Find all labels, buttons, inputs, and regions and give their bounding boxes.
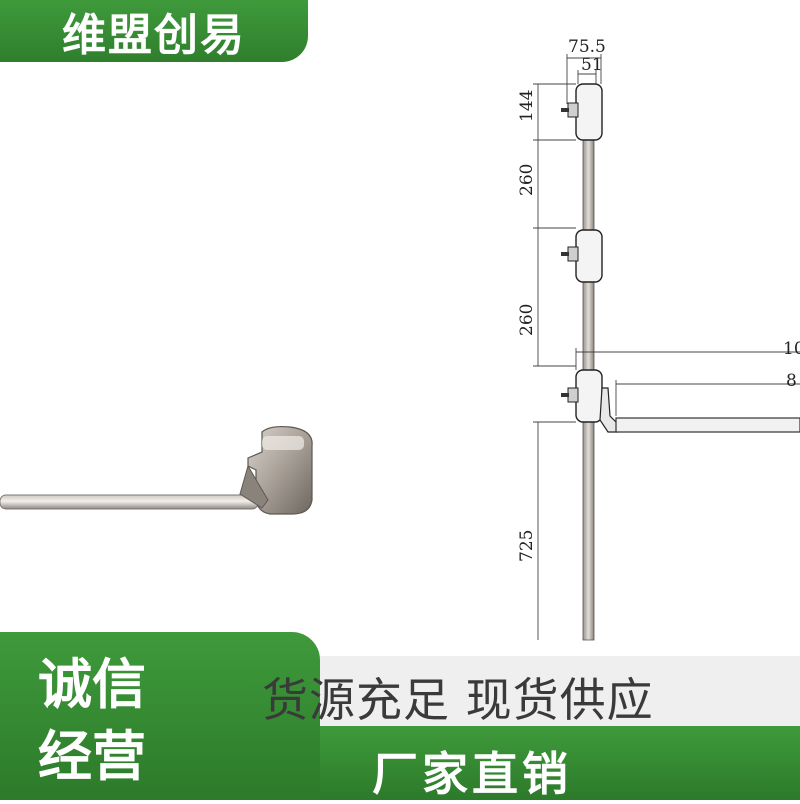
integrity-line-1: 诚信 bbox=[38, 653, 146, 716]
dim-top-width-outer: 75.5 bbox=[568, 37, 606, 57]
brand-name: 维盟创易 bbox=[62, 10, 246, 61]
dim-gap-1: 260 bbox=[517, 164, 537, 196]
lock-body-lower bbox=[561, 369, 619, 433]
integrity-block bbox=[0, 632, 320, 800]
integrity-line-2: 经营 bbox=[38, 725, 146, 788]
dimension-lines bbox=[533, 54, 800, 640]
head-highlight bbox=[262, 436, 304, 450]
dim-top-height: 144 bbox=[517, 90, 537, 122]
dim-right-partial-1: 10 bbox=[783, 339, 800, 359]
push-bar bbox=[0, 494, 259, 510]
push-bar-bracket bbox=[239, 464, 269, 509]
dim-gap-2: 260 bbox=[517, 304, 537, 336]
slogan-supply: 货源充足 现货供应 bbox=[262, 673, 654, 727]
slogan-direct-sale: 厂家直销 bbox=[372, 747, 572, 801]
lock-body-top bbox=[561, 83, 603, 141]
lock-body-middle bbox=[561, 229, 603, 283]
drawing-push-bar bbox=[615, 417, 800, 433]
brand-tab: 维盟创易 bbox=[0, 0, 308, 62]
push-bar-render bbox=[0, 425, 313, 515]
dim-top-width-inner: 51 bbox=[581, 55, 603, 75]
dim-height-lower: 725 bbox=[517, 530, 537, 562]
dim-right-partial-2: 8 bbox=[786, 371, 797, 391]
slogan-gray-band bbox=[228, 656, 800, 726]
